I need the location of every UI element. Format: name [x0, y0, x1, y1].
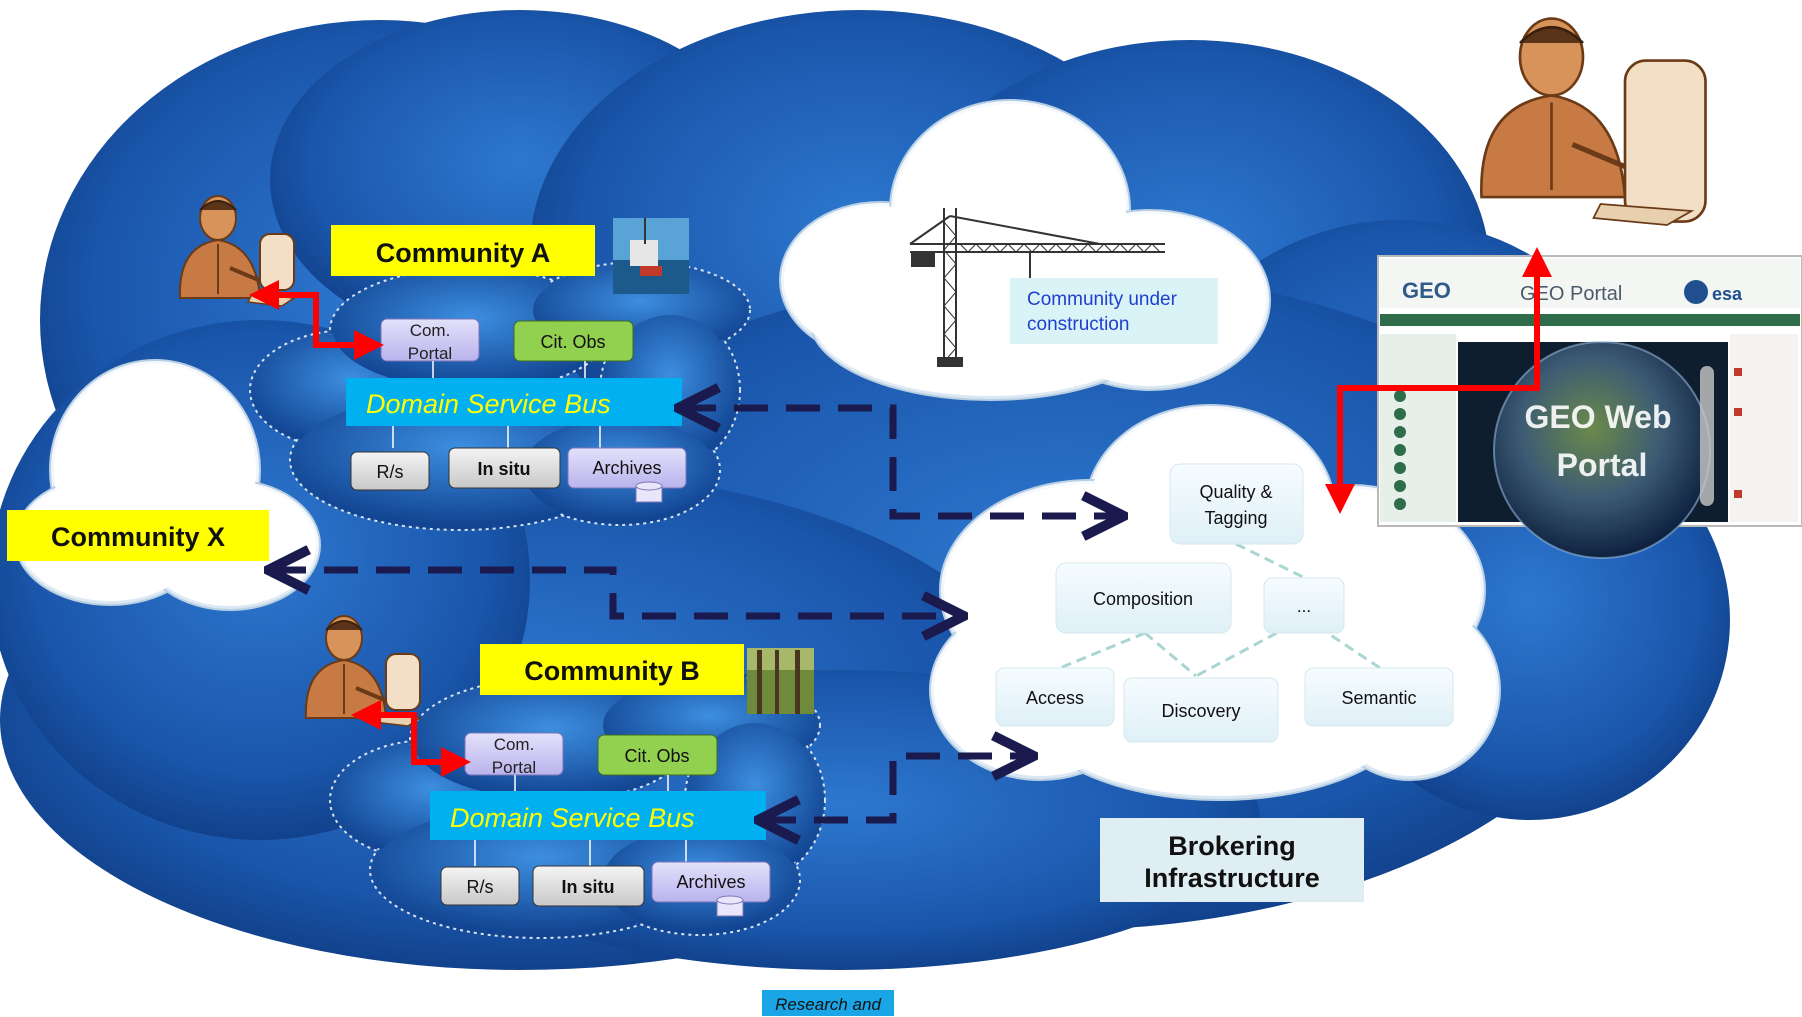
svg-text:GEO Web: GEO Web	[1525, 399, 1672, 435]
community-b-archives-box: Archives	[651, 861, 771, 903]
community-b-rs-box: R/s	[440, 866, 520, 906]
community-a-portal-box: Com. Portal	[380, 318, 480, 363]
database-icon	[635, 481, 663, 503]
svg-text:In situ: In situ	[478, 459, 531, 479]
svg-text:Quality &: Quality &	[1199, 482, 1272, 502]
svg-text:Research and: Research and	[775, 995, 881, 1014]
red-arrows	[249, 247, 1552, 777]
community-a-insitu-box: In situ	[448, 447, 561, 489]
broker-ellipsis-box: ...	[1263, 577, 1345, 634]
community-a-rs-box: R/s	[350, 451, 430, 491]
svg-text:esa: esa	[1712, 284, 1743, 304]
broker-composition-box: Composition	[1055, 562, 1232, 634]
svg-text:Domain Service Bus: Domain Service Bus	[366, 389, 611, 419]
broker-label: Brokering Infrastructure	[1100, 818, 1364, 902]
svg-text:Brokering: Brokering	[1168, 831, 1296, 861]
community-b-bus: Domain Service Bus	[430, 791, 766, 840]
svg-text:Composition: Composition	[1093, 589, 1193, 609]
database-icon	[716, 895, 744, 917]
svg-text:Discovery: Discovery	[1161, 701, 1240, 721]
svg-text:Semantic: Semantic	[1341, 688, 1416, 708]
community-b-label: Community B	[480, 644, 744, 695]
geo-portal-screenshot: GEO GEO Portal esa GEO Web Portal	[1377, 255, 1802, 559]
navy-dashed-arrows	[272, 408, 1120, 820]
svg-text:Portal: Portal	[1557, 447, 1648, 483]
svg-text:R/s: R/s	[377, 462, 404, 482]
ocean-photo	[613, 218, 689, 294]
svg-text:Domain Service Bus: Domain Service Bus	[450, 803, 695, 833]
community-b-portal-box: Com. Portal	[464, 732, 564, 777]
broker-access-box: Access	[995, 667, 1115, 727]
svg-text:construction: construction	[1027, 314, 1129, 335]
svg-text:Archives: Archives	[676, 872, 745, 892]
person-at-computer-icon	[1480, 17, 1707, 226]
svg-text:Infrastructure: Infrastructure	[1144, 863, 1320, 893]
broker-discovery-box: Discovery	[1123, 677, 1279, 743]
svg-text:In situ: In situ	[562, 877, 615, 897]
svg-text:...: ...	[1297, 597, 1311, 616]
svg-text:Com.: Com.	[410, 321, 451, 340]
svg-text:Portal: Portal	[492, 758, 536, 777]
forest-photo	[747, 648, 814, 714]
community-a-label: Community A	[331, 225, 595, 276]
svg-text:Community under: Community under	[1027, 289, 1178, 310]
svg-text:Access: Access	[1026, 688, 1084, 708]
construction-label: Community under construction	[1010, 278, 1218, 344]
svg-text:GEO: GEO	[1402, 278, 1451, 303]
svg-text:Community A: Community A	[376, 238, 551, 268]
community-b-citobs-box: Cit. Obs	[597, 734, 718, 776]
broker-quality-box: Quality & Tagging	[1169, 463, 1304, 545]
svg-text:Portal: Portal	[408, 344, 452, 363]
svg-text:R/s: R/s	[467, 877, 494, 897]
community-a-citobs-box: Cit. Obs	[513, 320, 634, 362]
community-a-archives-box: Archives	[567, 447, 687, 489]
crane-icon	[909, 208, 1165, 367]
svg-text:Com.: Com.	[494, 735, 535, 754]
community-x-label: Community X	[7, 510, 269, 561]
broker-semantic-box: Semantic	[1304, 667, 1454, 727]
research-label: Research and	[762, 990, 894, 1016]
svg-text:Community B: Community B	[524, 656, 700, 686]
svg-text:Tagging: Tagging	[1204, 508, 1267, 528]
svg-text:Archives: Archives	[592, 458, 661, 478]
community-a-bus-connectors	[392, 361, 601, 448]
community-a-bus: Domain Service Bus	[346, 378, 682, 426]
svg-text:Community X: Community X	[51, 522, 225, 552]
svg-text:Cit. Obs: Cit. Obs	[540, 332, 605, 352]
svg-text:Cit. Obs: Cit. Obs	[624, 746, 689, 766]
community-b-insitu-box: In situ	[532, 865, 645, 907]
